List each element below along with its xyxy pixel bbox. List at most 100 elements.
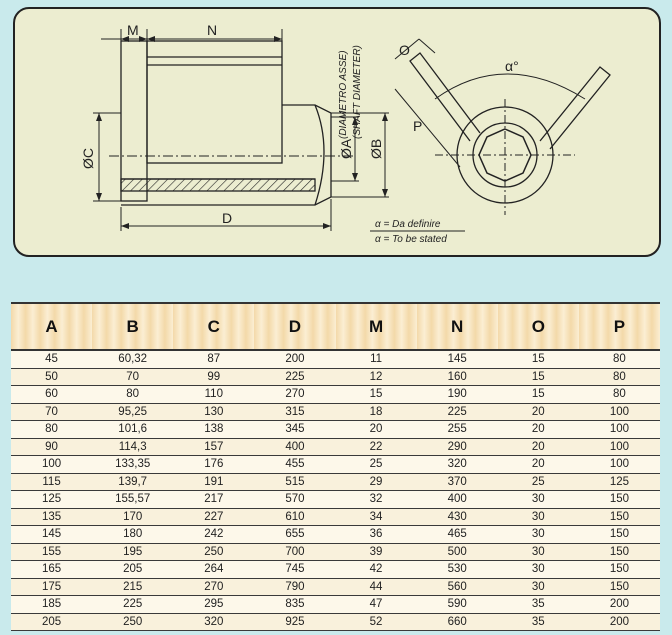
- table-cell: 125: [11, 490, 93, 509]
- table-cell: 20: [497, 403, 579, 421]
- table-cell: 225: [92, 595, 174, 614]
- table-cell: 195: [92, 543, 174, 561]
- table-cell: 115: [11, 473, 93, 491]
- table-cell: 465: [416, 525, 498, 544]
- table-cell: 225: [416, 403, 498, 421]
- shaft-outline: [121, 104, 332, 206]
- column-header: B: [92, 304, 174, 351]
- table-cell: 170: [92, 508, 174, 526]
- table-cell: 790: [254, 578, 336, 596]
- table-cell: 100: [578, 455, 660, 474]
- table-cell: 590: [416, 595, 498, 614]
- table-cell: 190: [416, 385, 498, 404]
- hub-outline: [146, 40, 283, 164]
- table-cell: 530: [416, 560, 498, 579]
- table-cell: 500: [416, 543, 498, 561]
- table-cell: 114,3: [92, 438, 174, 456]
- table-cell: 560: [416, 578, 498, 596]
- table-cell: 139,7: [92, 473, 174, 491]
- table-cell: 290: [416, 438, 498, 456]
- table-cell: 35: [497, 595, 579, 614]
- table-cell: 165: [11, 560, 93, 579]
- table-cell: 22: [335, 438, 417, 456]
- technical-drawing-panel: M N D ØC ØA ØB (DIAMETRO ASSE) (SHAFT DI…: [13, 7, 661, 257]
- table-cell: 400: [416, 490, 498, 509]
- table-cell: 100: [578, 403, 660, 421]
- table-cell: 70: [92, 368, 174, 386]
- table-cell: 133,35: [92, 455, 174, 474]
- table-cell: 12: [335, 368, 417, 386]
- table-cell: 25: [335, 455, 417, 474]
- dim-label-o: O: [399, 42, 410, 58]
- table-cell: 250: [92, 613, 174, 631]
- column-header: A: [11, 304, 93, 351]
- hatched-section: [120, 178, 316, 192]
- table-cell: 745: [254, 560, 336, 579]
- table-cell: 150: [578, 508, 660, 526]
- table-cell: 30: [497, 560, 579, 579]
- table-cell: 95,25: [92, 403, 174, 421]
- table-cell: 227: [173, 508, 255, 526]
- table-cell: 180: [92, 525, 174, 544]
- table-cell: 34: [335, 508, 417, 526]
- table-cell: 90: [11, 438, 93, 456]
- table-cell: 20: [497, 420, 579, 439]
- table-cell: 47: [335, 595, 417, 614]
- table-cell: 20: [335, 420, 417, 439]
- table-cell: 80: [11, 420, 93, 439]
- legend-it: α = Da definire: [375, 219, 441, 230]
- table-cell: 242: [173, 525, 255, 544]
- table-cell: 138: [173, 420, 255, 439]
- table-cell: 155: [11, 543, 93, 561]
- shaft-chamfer: [314, 104, 325, 206]
- table-cell: 15: [497, 350, 579, 369]
- table-cell: 30: [497, 543, 579, 561]
- table-cell: 87: [173, 350, 255, 369]
- table-cell: 150: [578, 543, 660, 561]
- table-cell: 250: [173, 543, 255, 561]
- table-cell: 175: [11, 578, 93, 596]
- table-cell: 455: [254, 455, 336, 474]
- legend-en: α = To be stated: [375, 234, 447, 245]
- column-header: N: [416, 304, 498, 351]
- table-cell: 155,57: [92, 490, 174, 509]
- dim-label-c: ØC: [80, 148, 96, 169]
- table-cell: 191: [173, 473, 255, 491]
- table-cell: 345: [254, 420, 336, 439]
- table-cell: 315: [254, 403, 336, 421]
- dim-label-n: N: [207, 22, 217, 38]
- right-arm: [539, 66, 611, 150]
- table-cell: 135: [11, 508, 93, 526]
- table-cell: 100: [578, 438, 660, 456]
- table-cell: 570: [254, 490, 336, 509]
- table-cell: 29: [335, 473, 417, 491]
- table-cell: 145: [11, 525, 93, 544]
- table-cell: 200: [254, 350, 336, 369]
- table-cell: 205: [11, 613, 93, 631]
- table-cell: 145: [416, 350, 498, 369]
- table-cell: 264: [173, 560, 255, 579]
- table-cell: 610: [254, 508, 336, 526]
- dim-label-d: D: [222, 210, 232, 226]
- table-cell: 320: [416, 455, 498, 474]
- table-cell: 30: [497, 525, 579, 544]
- dim-label-b: ØB: [368, 139, 384, 159]
- table-cell: 30: [497, 578, 579, 596]
- left-arm: [409, 52, 481, 142]
- arrow-heads: [96, 36, 388, 229]
- side-view: [93, 29, 389, 231]
- dim-label-a: ØA: [338, 138, 354, 159]
- table-cell: 320: [173, 613, 255, 631]
- table-cell: 101,6: [92, 420, 174, 439]
- table-cell: 515: [254, 473, 336, 491]
- table-cell: 217: [173, 490, 255, 509]
- table-cell: 70: [11, 403, 93, 421]
